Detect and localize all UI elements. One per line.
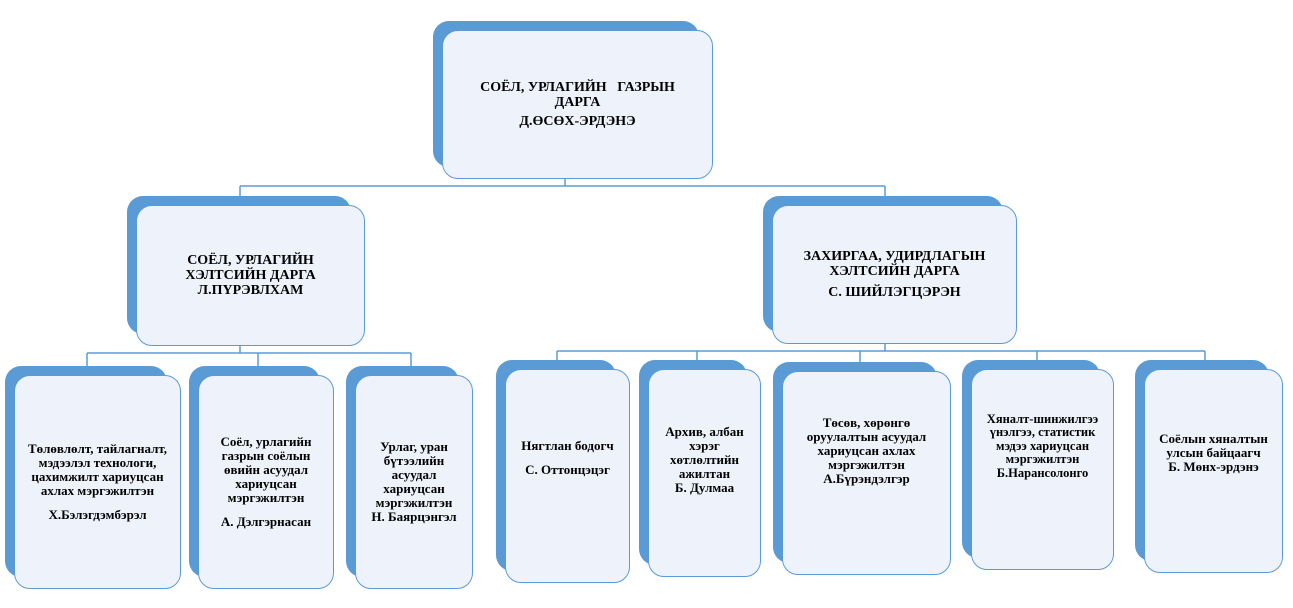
staff-name: Х.Бэлэгдэмбэрэл xyxy=(48,507,147,522)
staff-name: Н. Баярцэнгэл xyxy=(371,509,457,524)
staff-node-8: Соёлын хяналтын улсын байцаагч Б. Мөнх-э… xyxy=(1135,360,1283,573)
staff-node-2: Соёл, урлагийн газрын соёлын өвийн асууд… xyxy=(189,366,334,589)
dept-culture-name: Л.ПҮРЭВЛХАМ xyxy=(197,283,304,298)
head-title-line1: СОЁЛ, УРЛАГИЙН ГАЗРЫН xyxy=(480,80,675,95)
dept-culture-node: СОЁЛ, УРЛАГИЙН ХЭЛТСИЙН ДАРГА Л.ПҮРЭВЛХА… xyxy=(127,196,365,346)
staff-name: С. Оттонцэцэг xyxy=(525,462,610,477)
head-node: СОЁЛ, УРЛАГИЙН ГАЗРЫН ДАРГА Д.ӨСӨХ-ЭРДЭН… xyxy=(433,21,713,179)
dept-admin-title: ЗАХИРГАА, УДИРДЛАГЫН ХЭЛТСИЙН ДАРГА xyxy=(803,249,986,279)
dept-admin-node: ЗАХИРГАА, УДИРДЛАГЫН ХЭЛТСИЙН ДАРГА С. Ш… xyxy=(763,196,1017,344)
staff-role: Төсөв, хөрөнгө оруулалтын асуудал хариуц… xyxy=(806,415,927,472)
staff-role: Нягтлан бодогч xyxy=(521,438,614,453)
staff-node-1: Төлөвлөлт, тайлагналт, мэдээлэл технолог… xyxy=(5,366,181,589)
dept-admin-name: С. ШИЙЛЭГЦЭРЭН xyxy=(828,285,961,300)
staff-role: Архив, албан хэрэг хөтлөлтийн ажилтан xyxy=(665,424,744,481)
staff-role: Соёлын хяналтын улсын байцаагч xyxy=(1159,431,1268,460)
head-name: Д.ӨСӨХ-ЭРДЭНЭ xyxy=(519,114,636,129)
staff-name: Б.Нарансолонго xyxy=(996,465,1089,480)
staff-name: Б. Дулмаа xyxy=(674,480,735,495)
staff-node-7: Хяналт-шинжилгээ үнэлгээ, статистик мэдэ… xyxy=(962,360,1114,570)
head-title-line2: ДАРГА xyxy=(554,95,601,110)
staff-node-5: Архив, албан хэрэг хөтлөлтийн ажилтан Б.… xyxy=(639,360,761,577)
staff-role: Урлаг, уран бүтээлийн асуудал хариуцсан … xyxy=(375,439,453,510)
staff-role: Хяналт-шинжилгээ үнэлгээ, статистик мэдэ… xyxy=(986,411,1099,467)
staff-node-3: Урлаг, уран бүтээлийн асуудал хариуцсан … xyxy=(346,366,473,589)
staff-name: А. Дэлгэрнасан xyxy=(220,514,312,529)
dept-culture-title: СОЁЛ, УРЛАГИЙН ХЭЛТСИЙН ДАРГА xyxy=(185,253,316,283)
staff-name: А.Бүрэндэлгэр xyxy=(823,471,910,486)
staff-role: Төлөвлөлт, тайлагналт, мэдээлэл технолог… xyxy=(27,441,168,498)
staff-node-6: Төсөв, хөрөнгө оруулалтын асуудал хариуц… xyxy=(773,362,951,575)
staff-role: Соёл, урлагийн газрын соёлын өвийн асууд… xyxy=(220,434,312,505)
staff-node-4: Нягтлан бодогч С. Оттонцэцэг xyxy=(496,360,630,583)
staff-name: Б. Мөнх-эрдэнэ xyxy=(1168,459,1259,474)
